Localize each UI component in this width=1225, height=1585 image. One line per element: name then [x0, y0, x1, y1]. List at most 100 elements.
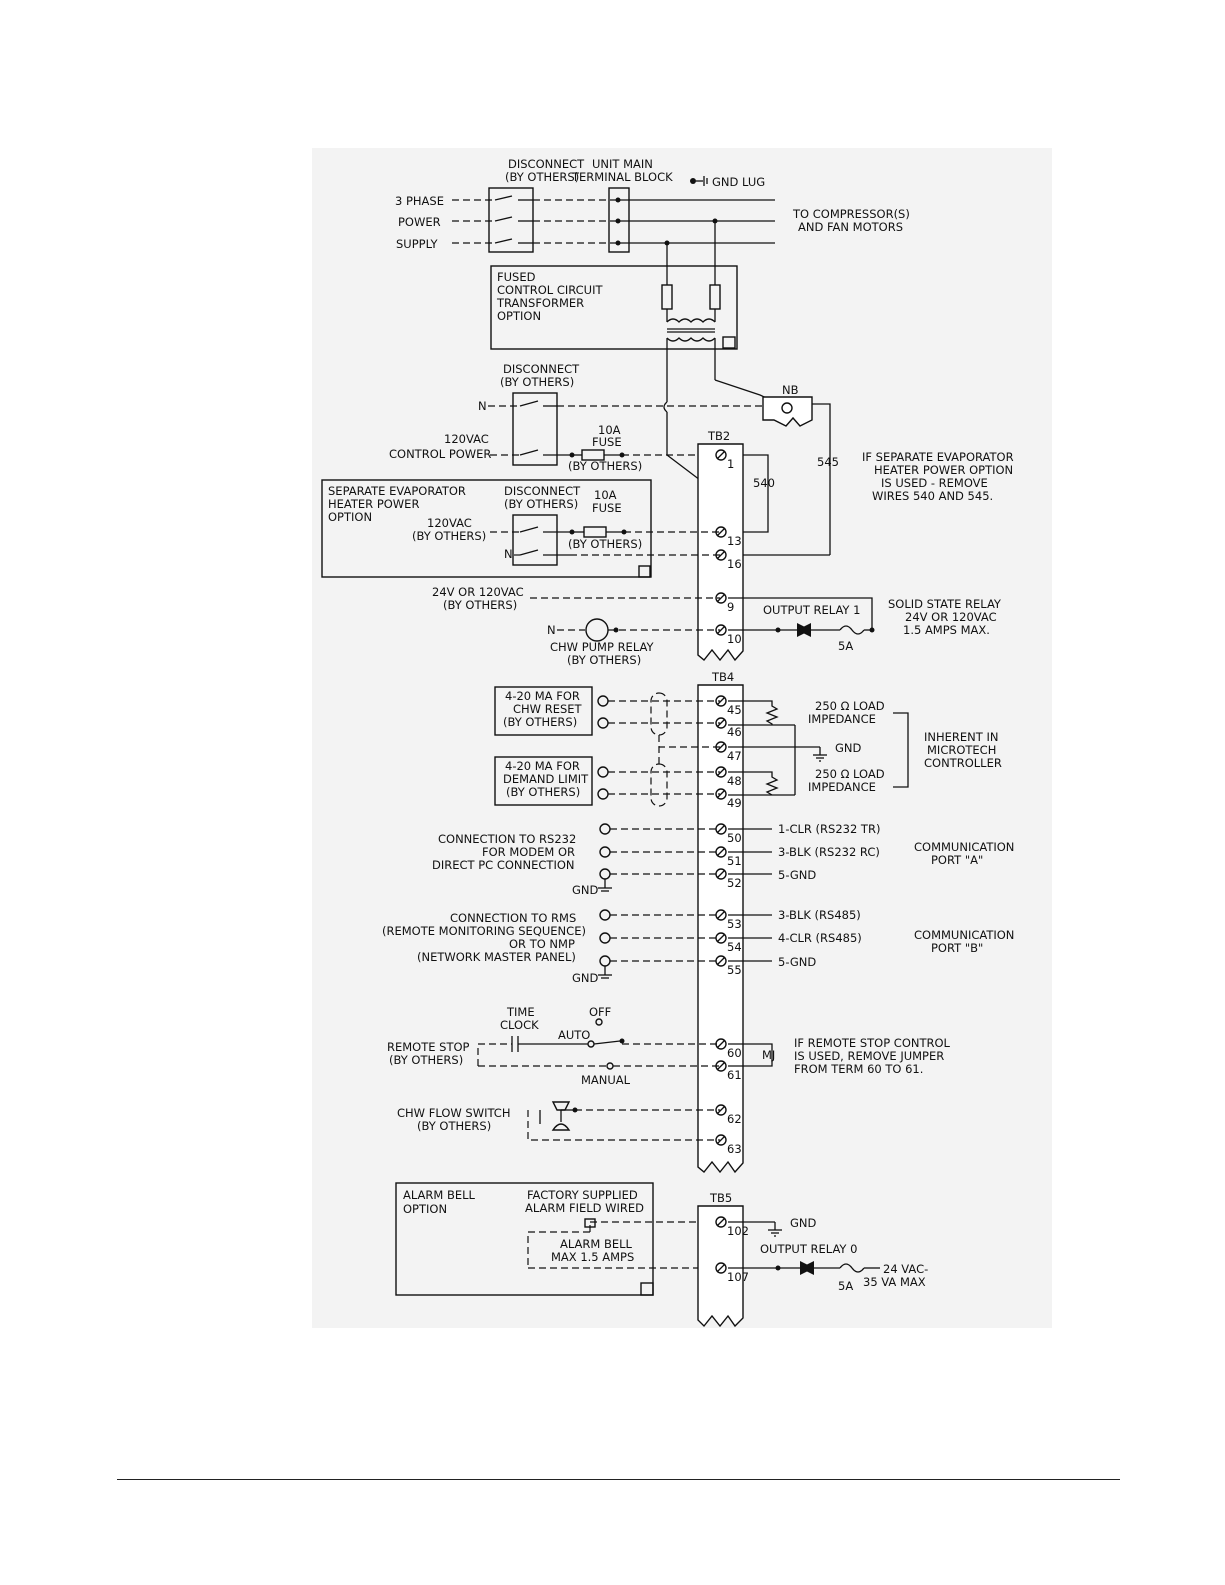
resistor-icon: [728, 700, 779, 725]
fuse-icon: [839, 625, 865, 635]
demand-limit-box: [494, 756, 593, 806]
terminal-number: 54: [727, 940, 742, 954]
tb2-label: TB2: [707, 429, 730, 443]
tb5-terminal-strip: TB5: [697, 1191, 744, 1328]
separate-note: HEATER POWER OPTION: [874, 463, 1013, 477]
supply-label: POWER: [398, 215, 441, 229]
disconnect-top-label: DISCONNECT: [508, 157, 585, 171]
rs232-section: CONNECTION TO RS232 FOR MODEM OR DIRECT …: [432, 822, 1014, 897]
rs485-wire-label: 5-GND: [778, 955, 816, 969]
gnd-lug-label: GND LUG: [712, 175, 765, 189]
load2-label: IMPEDANCE: [808, 780, 876, 794]
terminal-screw-icon: [715, 592, 727, 604]
sep-120-label: 120VAC: [427, 516, 472, 530]
fuse-icon: [839, 1263, 865, 1273]
gnd-lug-icon: [690, 178, 696, 184]
sep-disconnect-label: (BY OTHERS): [504, 497, 578, 511]
terminal-screw-icon: [715, 766, 727, 778]
terminal-screw-icon: [715, 695, 727, 707]
disconnect-top-box: [488, 187, 534, 253]
terminal-number: 61: [727, 1068, 742, 1082]
remote-stop-label: REMOTE STOP: [387, 1040, 470, 1054]
terminal-number: 55: [727, 963, 742, 977]
alarm-bell-option: ALARM BELL OPTION FACTORY SUPPLIED ALARM…: [395, 1182, 720, 1296]
ssr-label: 24V OR 120VAC: [905, 610, 997, 624]
terminal-screw-icon: [715, 1104, 727, 1116]
terminal-screw-icon: [715, 868, 727, 880]
disconnect-mid-label: (BY OTHERS): [500, 375, 574, 389]
control-power-label: CONTROL POWER: [389, 447, 491, 461]
sep-neutral-label: N: [504, 547, 513, 561]
terminal-screw-icon: [715, 526, 727, 538]
load1-label: 250 Ω LOAD: [815, 699, 885, 713]
remote-note: IF REMOTE STOP CONTROL: [794, 1036, 951, 1050]
terminal-screw-icon: [715, 1060, 727, 1072]
fuse-5a-label: 5A: [838, 639, 853, 653]
separate-note: IF SEPARATE EVAPORATOR: [862, 450, 1014, 464]
diagram-background: [312, 148, 1052, 1328]
sep-box-label: OPTION: [328, 510, 372, 524]
rs485-section: CONNECTION TO RMS (REMOTE MONITORING SEQ…: [382, 908, 1014, 985]
terminal-number: 52: [727, 876, 742, 890]
ssr-label: SOLID STATE RELAY: [888, 597, 1002, 611]
ma-reset-label: (BY OTHERS): [503, 715, 577, 729]
load1-label: IMPEDANCE: [808, 712, 876, 726]
sep-fuse-label: 10A: [594, 488, 617, 502]
terminal-screw-icon: [715, 1262, 727, 1274]
port-b-label: COMMUNICATION: [914, 928, 1014, 942]
chw-pump-label: CHW PUMP RELAY: [550, 640, 654, 654]
sep-fuse-label: FUSE: [592, 501, 622, 515]
rs232-wire-label: 1-CLR (RS232 TR): [778, 822, 880, 836]
terminal-number: 45: [727, 703, 742, 717]
by-others-label: (BY OTHERS): [568, 459, 642, 473]
v24-label: (BY OTHERS): [443, 598, 517, 612]
rs485-gnd-label: GND: [572, 971, 599, 985]
chw-pump-label: (BY OTHERS): [567, 653, 641, 667]
tb4-label: TB4: [711, 670, 734, 684]
disconnect-mid-box: [512, 392, 558, 466]
alarm-fuse-label: 5A: [838, 1279, 853, 1293]
alarm-box-label: ALARM BELL: [403, 1188, 476, 1202]
fused-transformer-box: [490, 265, 738, 350]
sep-box-label: SEPARATE EVAPORATOR: [328, 484, 466, 498]
fuse-icon: [583, 526, 607, 538]
vac24-label: 24 VAC-: [883, 1262, 928, 1276]
fuse-10a-label: 10A: [598, 423, 621, 437]
wire-540-label: 540: [753, 476, 775, 490]
unit-main-label: UNIT MAIN: [592, 157, 653, 171]
rs232-gnd-label: GND: [572, 883, 599, 897]
unit-main-terminal-block: [608, 187, 630, 253]
terminal-screw-icon: [715, 449, 727, 461]
supply-label: 3 PHASE: [395, 194, 444, 208]
port-b-label: PORT "B": [931, 941, 983, 955]
terminal-screw-icon: [781, 402, 793, 414]
terminal-number: 49: [727, 796, 742, 810]
time-clock-label: TIME: [506, 1005, 535, 1019]
supply-wires: [452, 195, 775, 270]
terminal-number: 50: [727, 831, 742, 845]
vac24-label: 35 VA MAX: [863, 1275, 926, 1289]
control-power-label: 120VAC: [444, 432, 489, 446]
alarm-bell-label: ALARM BELL: [560, 1237, 633, 1251]
neutral-label: N: [478, 399, 487, 413]
unit-main-label: TERMINAL BLOCK: [571, 170, 673, 184]
sep-120-label: (BY OTHERS): [412, 529, 486, 543]
fused-box-label: FUSED: [497, 270, 536, 284]
terminal-screw-icon: [715, 1216, 727, 1228]
terminal-number: 51: [727, 854, 742, 868]
terminal-number: 60: [727, 1046, 742, 1060]
three-phase-section: DISCONNECT (BY OTHERS) UNIT MAIN TERMINA…: [395, 157, 910, 270]
terminal-number: 63: [727, 1142, 742, 1156]
transformer-secondary-icon: [666, 337, 716, 342]
fused-box-label: TRANSFORMER: [496, 296, 584, 310]
terminal-number: 48: [727, 774, 742, 788]
manual-label: MANUAL: [581, 1073, 631, 1087]
ma-demand-label: (BY OTHERS): [506, 785, 580, 799]
tb5-label: TB5: [709, 1191, 732, 1205]
supply-label: SUPPLY: [396, 237, 438, 251]
alarm-bell-box: [395, 1182, 654, 1296]
terminal-screw-icon: [715, 909, 727, 921]
fuse-10a-label: FUSE: [592, 435, 622, 449]
